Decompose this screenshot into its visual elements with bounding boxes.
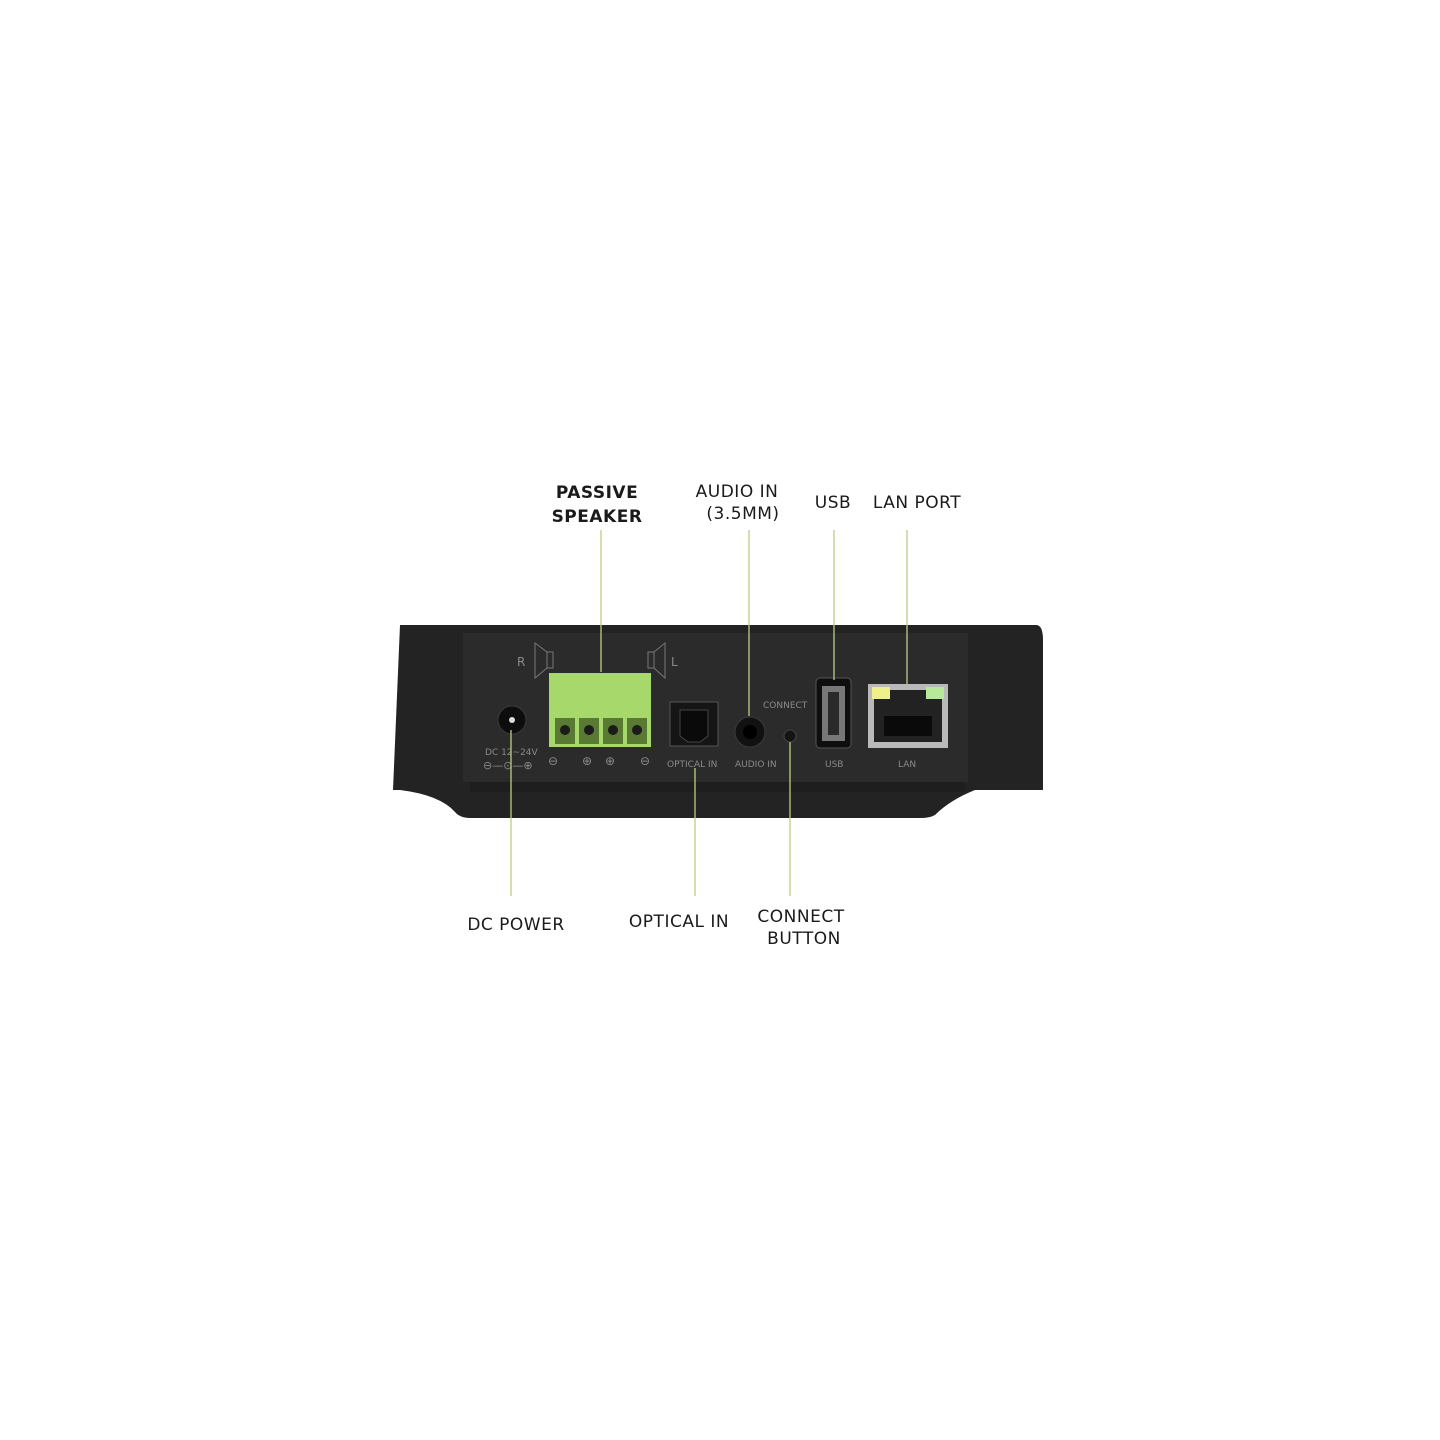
device-base-lip [470, 782, 965, 792]
dc-rating-label: DC 12~24V [485, 748, 539, 758]
callout-passive-speaker-2: SPEAKER [552, 507, 643, 527]
speaker-r-label: R [517, 655, 525, 669]
callout-passive-speaker-1: PASSIVE [556, 483, 638, 503]
terminal-screws [555, 718, 647, 744]
connect-button[interactable] [783, 729, 797, 743]
terminal-polarity-4: ⊖ [640, 754, 650, 768]
callout-connect-button-1: CONNECT [757, 907, 844, 927]
speaker-l-label: L [671, 655, 678, 669]
terminal-polarity-1: ⊖ [548, 754, 558, 768]
audio-in-print: AUDIO IN [735, 760, 777, 770]
callout-usb: USB [815, 493, 851, 513]
optical-port-opening [679, 709, 709, 743]
terminal-polarity-3: ⊕ [605, 754, 615, 768]
callout-optical-in: OPTICAL IN [629, 912, 729, 932]
speaker-r-icon [534, 642, 554, 680]
callout-lan-port: LAN PORT [873, 493, 961, 513]
terminal-polarity-2: ⊕ [582, 754, 592, 768]
callout-connect-button-2: BUTTON [767, 929, 841, 949]
dc-jack-pin [509, 717, 515, 723]
optical-in-print: OPTICAL IN [667, 760, 717, 770]
dc-polarity-label: ⊖—⊙—⊕ [483, 759, 533, 772]
callout-audio-in-2: (3.5MM) [706, 504, 779, 524]
lan-led-left [872, 687, 890, 699]
speaker-l-icon [647, 641, 666, 680]
lan-contacts [884, 716, 932, 736]
lan-print: LAN [898, 760, 916, 770]
callout-audio-in-1: AUDIO IN [696, 482, 779, 502]
usb-print: USB [825, 760, 843, 770]
lan-led-right [926, 687, 944, 699]
audio-jack-hole [743, 725, 757, 739]
usb-port-tongue [828, 692, 839, 735]
callout-dc-power: DC POWER [467, 915, 564, 935]
connect-print: CONNECT [763, 701, 808, 711]
